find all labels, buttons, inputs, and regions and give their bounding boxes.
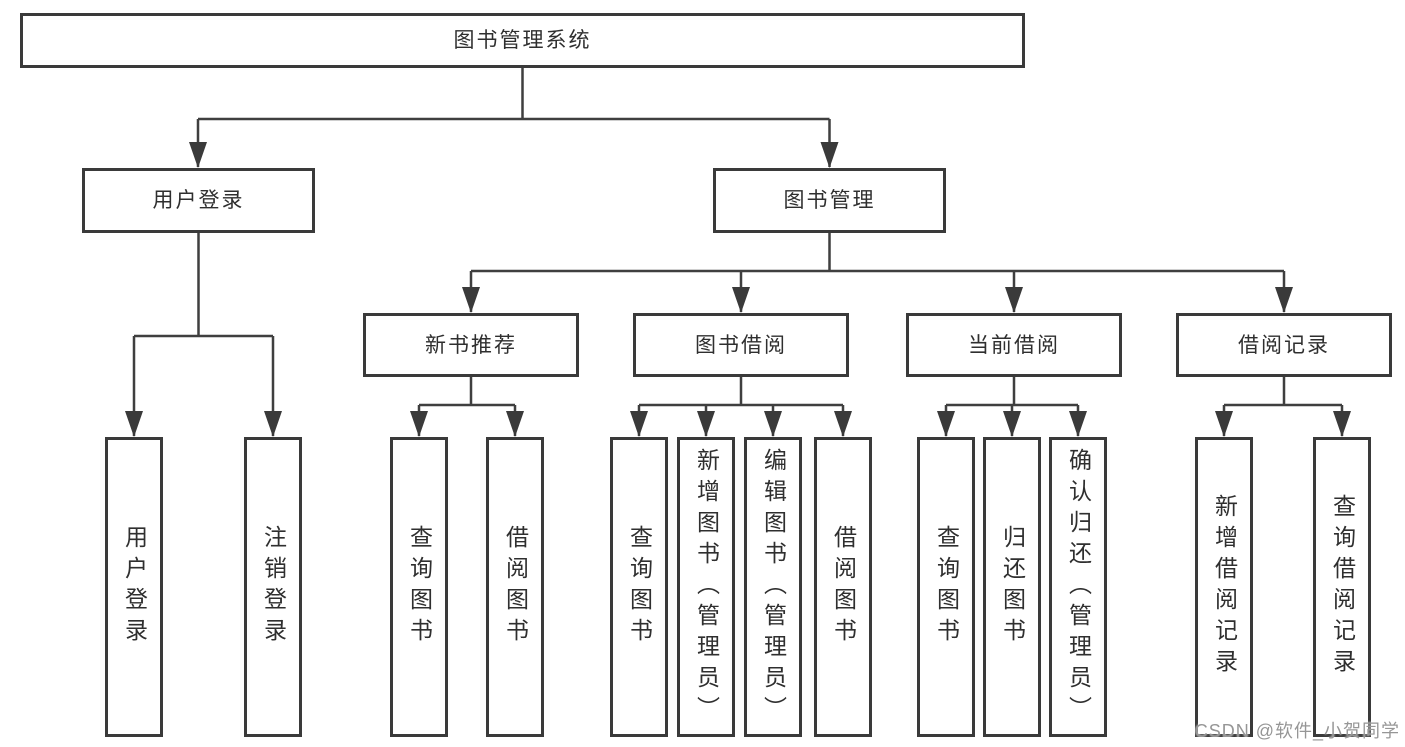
leaf-borrow-book: 借阅图书 <box>814 437 872 737</box>
leaf-borrow-book-label: 借阅图书 <box>830 525 857 649</box>
leaf-return-book-label: 归还图书 <box>999 525 1026 649</box>
leaf-borrow-book-recommend: 借阅图书 <box>486 437 544 737</box>
node-borrow-record: 借阅记录 <box>1176 313 1392 377</box>
leaf-confirm-return-admin-label: 确认归还（管理员） <box>1065 447 1092 727</box>
csdn-watermark: CSDN @软件_小贺同学 <box>1194 721 1400 741</box>
connector-new-book-to-leaves <box>417 377 517 436</box>
node-new-book-recommend: 新书推荐 <box>363 313 579 377</box>
leaf-add-borrow-record-label: 新增借阅记录 <box>1211 494 1238 680</box>
node-new-book-recommend-label: 新书推荐 <box>425 333 517 357</box>
leaf-query-book-borrow-label: 查询图书 <box>626 525 653 649</box>
node-book-management-label: 图书管理 <box>783 189 876 212</box>
leaf-user-login-label: 用户登录 <box>121 525 148 649</box>
connector-root-to-level2 <box>196 68 831 167</box>
leaf-return-book: 归还图书 <box>983 437 1041 737</box>
node-user-login: 用户登录 <box>82 168 315 233</box>
leaf-query-borrow-record: 查询借阅记录 <box>1313 437 1371 737</box>
connector-current-borrow-to-leaves <box>944 377 1080 436</box>
leaf-logout-label: 注销登录 <box>260 525 287 649</box>
leaf-add-book-admin-label: 新增图书（管理员） <box>693 447 720 727</box>
leaf-query-book-current-label: 查询图书 <box>933 525 960 649</box>
leaf-add-book-admin: 新增图书（管理员） <box>677 437 735 737</box>
leaf-query-book-current: 查询图书 <box>917 437 975 737</box>
leaf-confirm-return-admin: 确认归还（管理员） <box>1049 437 1107 737</box>
node-root-label: 图书管理系统 <box>453 29 592 52</box>
connector-user-login-to-leaves <box>132 233 275 436</box>
node-root-system: 图书管理系统 <box>20 13 1025 68</box>
connector-book-mgmt-to-level3 <box>469 233 1286 312</box>
leaf-borrow-book-recommend-label: 借阅图书 <box>502 525 529 649</box>
leaf-query-book-recommend-label: 查询图书 <box>406 525 433 649</box>
connector-borrow-record-to-leaves <box>1222 377 1344 436</box>
leaf-user-login: 用户登录 <box>105 437 163 737</box>
node-book-management: 图书管理 <box>713 168 946 233</box>
leaf-query-book-recommend: 查询图书 <box>390 437 448 737</box>
connector-lines <box>132 68 1344 436</box>
connector-book-borrow-to-leaves <box>637 377 845 436</box>
leaf-edit-book-admin-label: 编辑图书（管理员） <box>760 447 787 727</box>
node-book-borrow-label: 图书借阅 <box>695 333 787 357</box>
leaf-add-borrow-record: 新增借阅记录 <box>1195 437 1253 737</box>
leaf-query-book-borrow: 查询图书 <box>610 437 668 737</box>
leaf-query-borrow-record-label: 查询借阅记录 <box>1329 494 1356 680</box>
node-book-borrow: 图书借阅 <box>633 313 849 377</box>
leaf-logout: 注销登录 <box>244 437 302 737</box>
node-borrow-record-label: 借阅记录 <box>1238 333 1330 357</box>
leaf-edit-book-admin: 编辑图书（管理员） <box>744 437 802 737</box>
node-current-borrow: 当前借阅 <box>906 313 1122 377</box>
node-current-borrow-label: 当前借阅 <box>968 333 1060 357</box>
node-user-login-label: 用户登录 <box>152 189 245 212</box>
